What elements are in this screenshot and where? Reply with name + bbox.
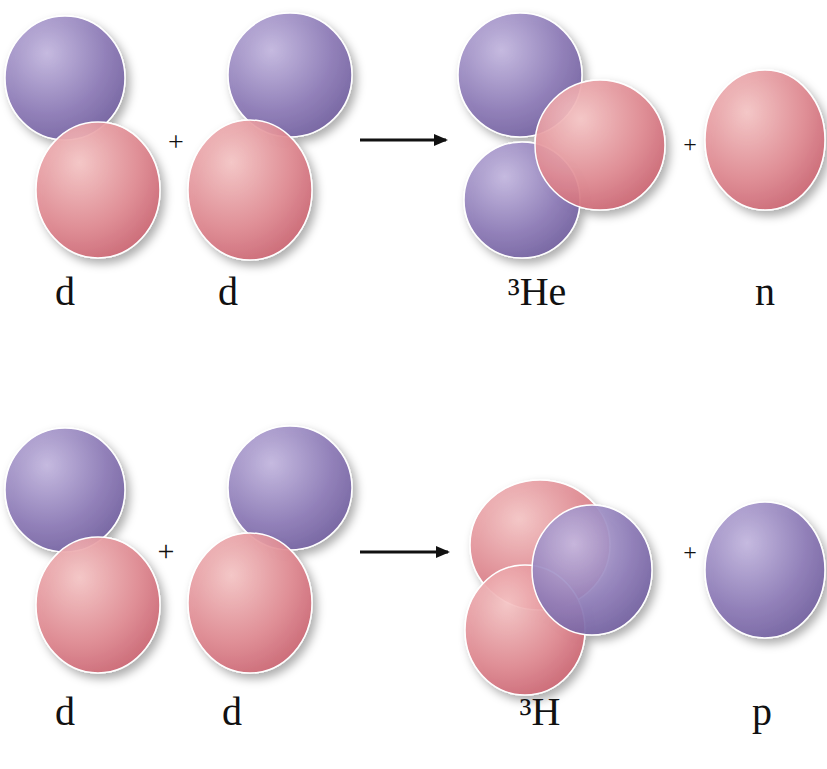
particle-label: d [55, 272, 75, 312]
particle-label: n [755, 272, 775, 312]
particle-label: ³He [508, 272, 567, 312]
reaction-arrow [360, 139, 446, 142]
reaction-arrow [360, 551, 448, 554]
particle-label: d [222, 692, 242, 732]
plus-sign: + [168, 128, 184, 156]
plus-sign: + [683, 540, 697, 564]
plus-sign: + [683, 132, 697, 156]
particle-label: d [218, 272, 238, 312]
particle-label: d [55, 692, 75, 732]
plus-sign: + [158, 536, 175, 566]
particle-label: p [752, 692, 772, 732]
particle-label: ³H [520, 692, 561, 732]
